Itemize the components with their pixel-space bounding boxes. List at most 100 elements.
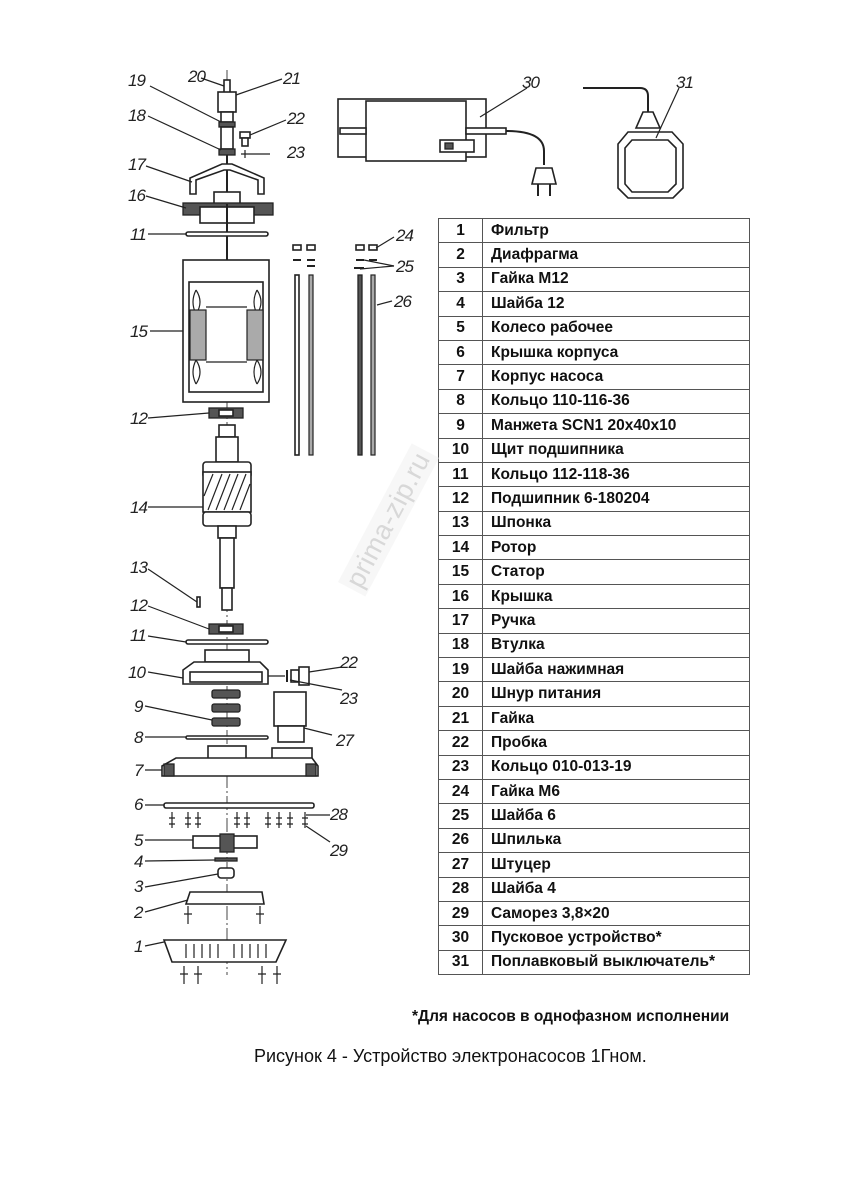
washer-4 [214,857,238,862]
figure-caption: Рисунок 4 - Устройство электронасосов 1Г… [254,1046,647,1066]
part-number: 3 [438,266,483,293]
part-name: Манжета SCN1 20x40x10 [482,413,750,439]
part-name: Саморез 3,8×20 [482,900,750,927]
callout-1: 1 [134,937,143,956]
part-number: 24 [438,778,483,805]
part-number: 30 [438,925,483,951]
part-name: Фильтр [482,217,750,244]
callout-19: 19 [128,71,146,90]
callout-15: 15 [130,322,148,341]
starter-device-30 [337,98,558,196]
part-name: Крышка корпуса [482,339,750,366]
callout-20: 20 [187,67,206,86]
part-name: Диафрагма [482,242,750,268]
part-number: 14 [438,535,483,561]
part-number: 20 [438,681,483,707]
callout-10: 10 [128,663,146,682]
part-number: 10 [438,437,483,463]
diaphragm-2 [184,891,265,924]
callout-25: 25 [395,257,414,276]
callout-8: 8 [134,728,144,747]
part-name: Ручка [482,608,750,634]
callout-31: 31 [676,73,693,92]
fitting-27 [273,691,307,743]
part-number: 9 [438,413,483,439]
callout-11-top: 11 [130,225,146,244]
part-name: Шайба 4 [482,876,750,902]
part-name: Кольцо 110-116-36 [482,388,750,415]
callout-9: 9 [134,697,144,716]
callout-22-top: 22 [286,109,305,128]
part-number: 4 [438,291,483,317]
ring-8 [185,735,269,740]
part-name: Кольцо 112-118-36 [482,461,750,488]
part-name: Крышка [482,583,750,610]
part-name: Гайка [482,705,750,732]
impeller-5 [192,833,258,853]
part-name: Статор [482,559,750,585]
part-name: Колесо рабочее [482,315,750,341]
pump-body-7 [161,745,319,777]
part-number: 21 [438,705,483,732]
callout-11-bottom: 11 [130,626,146,645]
callout-12-bottom: 12 [130,596,148,615]
cover-16 [182,191,274,262]
nut-3 [217,867,235,879]
callout-23-side: 23 [339,689,358,708]
part-number: 29 [438,900,483,927]
part-number: 27 [438,852,483,878]
key-13 [196,596,201,608]
part-number: 8 [438,388,483,415]
part-number: 31 [438,949,483,976]
part-number: 16 [438,583,483,610]
leader-lines [144,77,680,947]
part-number: 6 [438,339,483,366]
seals-9 [211,689,241,727]
part-name: Пробка [482,730,750,756]
part-number: 25 [438,803,483,829]
bearing-12-bottom [208,623,244,635]
screws-29 [169,812,308,828]
filter-1 [162,939,288,984]
callout-7: 7 [134,761,144,780]
part-number: 28 [438,876,483,902]
part-name: Шпонка [482,510,750,537]
part-number: 11 [438,461,483,488]
callout-13: 13 [130,558,148,577]
part-name: Щит подшипника [482,437,750,463]
part-number: 13 [438,510,483,537]
callout-28: 28 [329,805,348,824]
callout-3: 3 [134,877,144,896]
part-number: 15 [438,559,483,585]
part-number: 7 [438,364,483,390]
bearing-12-top [208,407,244,419]
part-name: Штуцер [482,852,750,878]
callout-2: 2 [133,903,144,922]
callout-29: 29 [329,841,348,860]
part-number: 17 [438,608,483,634]
part-number: 5 [438,315,483,341]
callout-26: 26 [393,292,412,311]
callout-12-top: 12 [130,409,148,428]
